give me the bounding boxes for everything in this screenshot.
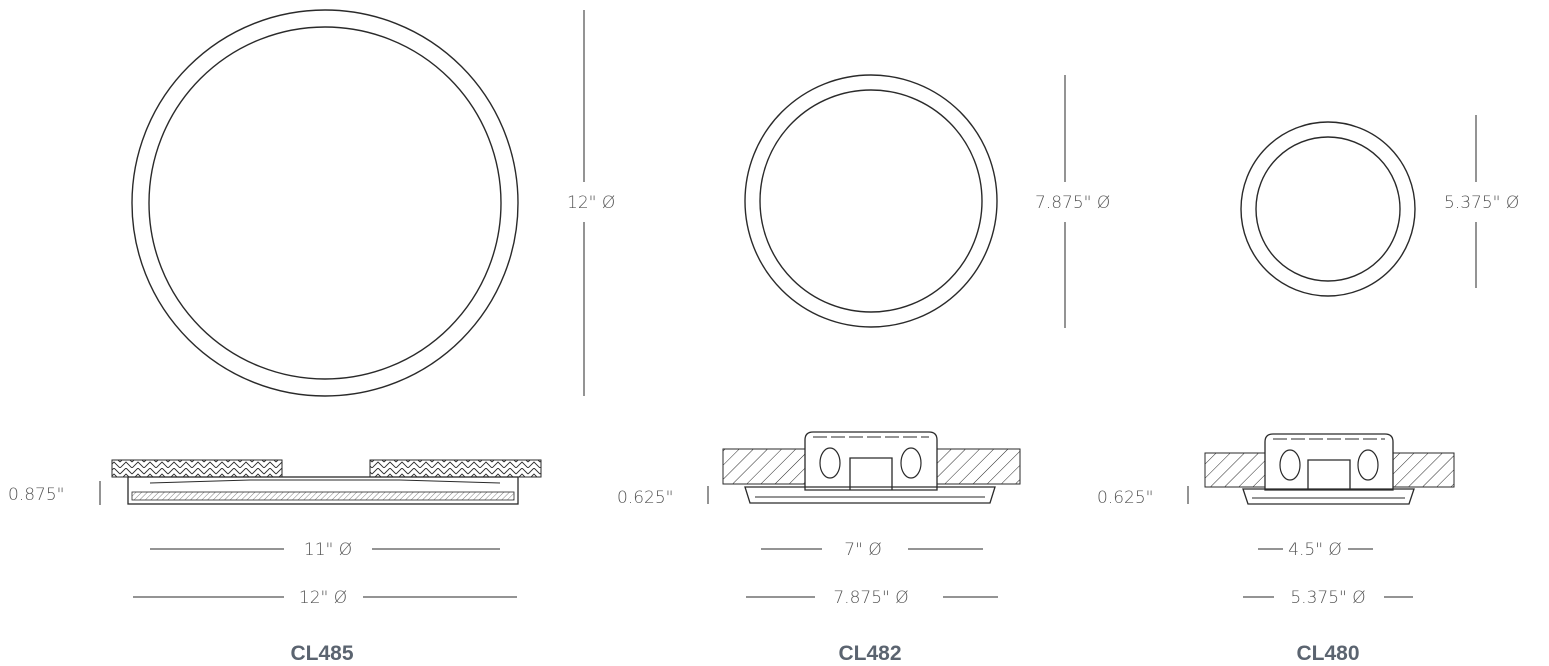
- cl482-model-label: CL482: [838, 642, 901, 665]
- cl480-outer-width-label: 5.375" Ø: [1290, 588, 1365, 608]
- cl480-inner-width-label: 4.5" Ø: [1288, 540, 1342, 560]
- cl482-ceiling-left: [722, 448, 806, 485]
- cl482-outer-diameter-label: 7.875" Ø: [1035, 193, 1110, 213]
- cl480-top-view: [1240, 121, 1416, 297]
- cl480-box-clamp: [1307, 459, 1351, 490]
- cl482-trim: [744, 486, 996, 504]
- cl480-height-label: 0.625": [1097, 488, 1154, 508]
- cl480-drawing: 5.375" Ø 0.625" 4.5" Ø 5.375" Ø CL480: [1097, 115, 1519, 665]
- cl485-lens: [131, 491, 515, 501]
- cl485-driver-tray: [149, 479, 501, 484]
- cl485-drawing: 12" Ø 0.875" 11" Ø 12" Ø CL485: [8, 9, 615, 665]
- cl480-outer-ring: [1240, 121, 1416, 297]
- cl480-model-label: CL480: [1296, 642, 1359, 665]
- cl480-ceiling-right: [1392, 452, 1455, 488]
- cl485-outer-width-label: 12" Ø: [299, 588, 347, 608]
- cl482-junction-box: [804, 431, 938, 491]
- cl485-ceiling-left: [111, 459, 283, 478]
- cl482-side-view: [722, 431, 1021, 504]
- cl480-ceiling-left: [1204, 452, 1266, 488]
- cl480-trim: [1242, 488, 1415, 505]
- cl480-outer-diameter-label: 5.375" Ø: [1444, 193, 1519, 213]
- cl485-inner-width-label: 11" Ø: [304, 540, 352, 560]
- cl482-inner-width-label: 7" Ø: [844, 540, 881, 560]
- cl480-inner-ring: [1255, 136, 1401, 282]
- cl482-drawing: 7.875" Ø 0.625" 7" Ø 7.875" Ø CL482: [617, 74, 1110, 665]
- cl482-knockout-right: [900, 447, 922, 479]
- cl482-inner-ring: [759, 89, 983, 313]
- cl482-box-clamp: [849, 457, 893, 490]
- cl480-knockout-left: [1279, 449, 1301, 481]
- cl485-height-label: 0.875": [8, 485, 65, 505]
- cl480-junction-box: [1264, 433, 1394, 491]
- cl482-height-label: 0.625": [617, 488, 674, 508]
- cl485-side-view: [111, 459, 542, 505]
- cl485-ceiling-right: [369, 459, 542, 478]
- cl485-outer-diameter-label: 12" Ø: [567, 193, 615, 213]
- cl482-outer-ring: [744, 74, 998, 328]
- cl485-housing: [127, 476, 519, 505]
- cl485-outer-ring: [131, 9, 519, 397]
- cl485-inner-ring: [148, 26, 502, 380]
- cl482-outer-width-label: 7.875" Ø: [833, 588, 908, 608]
- cl485-model-label: CL485: [290, 642, 353, 665]
- cl480-side-view: [1204, 433, 1455, 505]
- cl482-top-view: [744, 74, 998, 328]
- cl480-knockout-right: [1357, 449, 1379, 481]
- cl482-knockout-left: [819, 447, 841, 479]
- cl485-top-view: [131, 9, 519, 397]
- cl482-ceiling-right: [936, 448, 1021, 485]
